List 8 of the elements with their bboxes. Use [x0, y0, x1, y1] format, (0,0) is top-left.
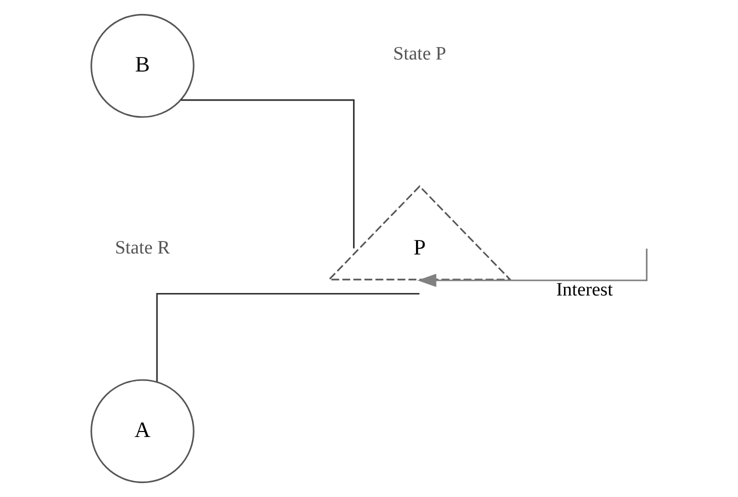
label: State P	[393, 44, 446, 65]
node-circle: B	[90, 14, 194, 118]
connector	[180, 99, 355, 248]
connector	[156, 292, 420, 382]
arrow	[417, 248, 648, 287]
label: State R	[114, 237, 170, 258]
node-circle: A	[90, 379, 194, 484]
edge-label: Interest	[556, 280, 613, 301]
